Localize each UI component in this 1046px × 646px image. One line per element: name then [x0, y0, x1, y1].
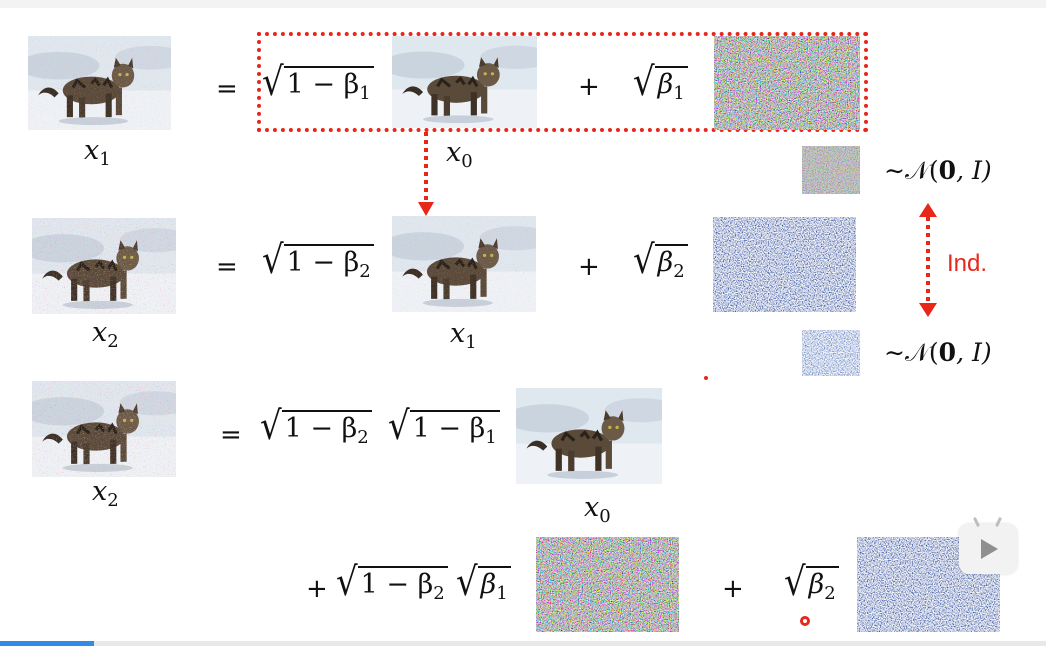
- bilibili-tv-play-icon[interactable]: [959, 516, 1017, 574]
- row1-plus: +: [578, 72, 600, 102]
- x2-noisy-cat-image-2: [32, 381, 176, 477]
- row3-equals: =: [220, 420, 242, 450]
- row2-equals: =: [216, 252, 238, 282]
- row3-lhs-label: x2: [92, 476, 119, 511]
- row4-sqrt-beta-b: √β2: [784, 563, 839, 609]
- row3-sqrt-coef-b: √1 − β1: [388, 407, 500, 453]
- video-progress-bar[interactable]: [0, 641, 1046, 646]
- row4-color-noise-image: [536, 537, 679, 632]
- down-arrow-icon: [418, 132, 434, 216]
- side-blue-noise-thumb: [802, 330, 860, 376]
- x1-noisy-cat-image-2: [392, 216, 536, 312]
- x0-clean-cat-image-2: [516, 388, 662, 484]
- row2-image-label: x1: [450, 318, 477, 353]
- video-progress-fill: [0, 641, 95, 646]
- row3-sqrt-coef-a: √1 − β2: [260, 407, 372, 453]
- row2-blue-noise-image: [713, 217, 856, 312]
- row1-highlight-box: [257, 32, 868, 132]
- x1-noisy-cat-image: [28, 36, 171, 130]
- row1-equals: =: [216, 74, 238, 104]
- row1-image-label: x0: [446, 137, 473, 172]
- row3-image-label: x0: [584, 492, 611, 527]
- row4-sqrt-beta-a: √β1: [456, 563, 511, 609]
- x0-clean-cat-image: [392, 36, 537, 128]
- row4-sqrt-coef-a: √1 − β2: [336, 563, 448, 609]
- row2-sqrt-coef: √1 − β2: [262, 241, 374, 287]
- row2-plus: +: [578, 252, 600, 282]
- red-dot-marker: [704, 376, 708, 380]
- row4-plus-1: +: [306, 574, 328, 604]
- side-color-noise-thumb: [802, 146, 860, 194]
- x2-noisy-cat-image: [32, 218, 176, 314]
- row2-sqrt-beta: √β2: [633, 241, 688, 287]
- laser-pointer-dot: [800, 616, 810, 626]
- side-distribution-2: ∼𝒩(𝟎, I): [884, 338, 992, 367]
- row1-sqrt-beta: √β1: [633, 63, 688, 109]
- double-arrow-icon: [919, 203, 937, 317]
- side-distribution-1: ∼𝒩(𝟎, I): [884, 156, 992, 185]
- row1-color-noise-image: [714, 36, 860, 130]
- row4-plus-2: +: [722, 574, 744, 604]
- row2-lhs-label: x2: [92, 317, 119, 352]
- independence-label: Ind.: [947, 250, 988, 277]
- row1-sqrt-coef: √1 − β1: [262, 63, 374, 109]
- row1-lhs-label: x1: [84, 135, 111, 170]
- top-bar: [0, 0, 1046, 8]
